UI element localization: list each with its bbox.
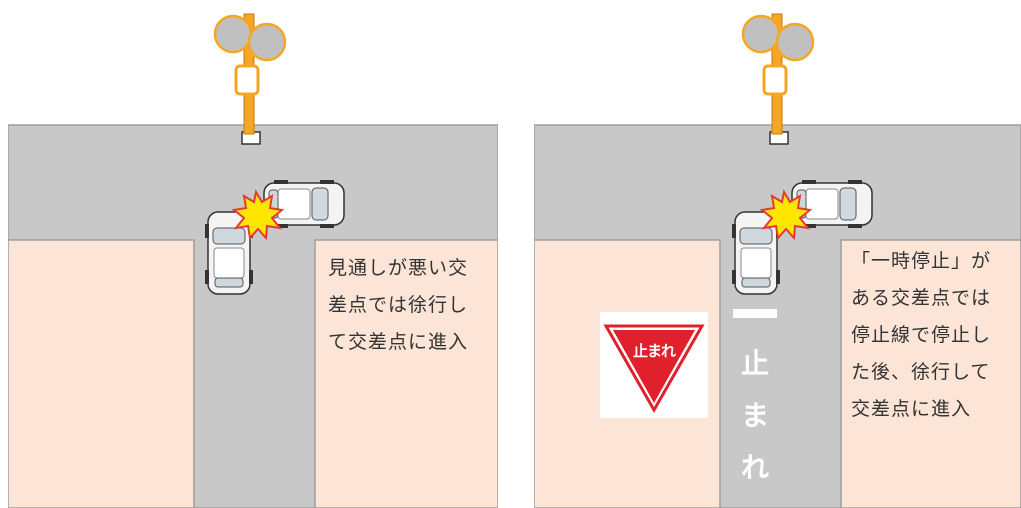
stop-line <box>733 309 777 318</box>
caption-right: 「一時停止」が ある交差点では 停止線で停止し た後、徐行して 交差点に進入 <box>851 243 991 428</box>
road-marking-char: 止 <box>740 347 769 380</box>
curve-mirror <box>213 13 287 145</box>
right-panel: 止まれ 止 ま れ 「一時停止」が ある交差点では 停止線で停止し た後、徐行し… <box>534 0 1021 508</box>
intersection-scene-left <box>8 13 498 508</box>
caption-line: 「一時停止」が <box>851 250 992 272</box>
car-eastbound <box>791 180 873 228</box>
caption-left: 見通しが悪い交 差点では徐行し て交差点に進入 <box>328 250 468 361</box>
crash-burst-icon <box>231 189 285 241</box>
crash-burst-icon <box>759 189 813 241</box>
road-marking-char: ま <box>740 399 769 432</box>
road-marking-char: れ <box>740 451 769 484</box>
caption-line: た後、徐行して <box>851 361 991 383</box>
sidewalk-right-block <box>840 239 1021 508</box>
stop-sign-text: 止まれ <box>632 342 676 360</box>
car-northbound <box>205 211 253 295</box>
caption-line: 差点では徐行し <box>328 294 469 316</box>
stop-sign: 止まれ <box>600 312 708 418</box>
road-marking-stop: 止 ま れ <box>733 338 777 494</box>
left-panel: 見通しが悪い交 差点では徐行し て交差点に進入 <box>8 0 498 508</box>
sidewalk-left-block <box>8 239 195 508</box>
caption-line: ある交差点では <box>851 287 992 309</box>
caption-line: て交差点に進入 <box>328 331 469 353</box>
car-northbound <box>732 211 780 295</box>
curve-mirror <box>741 13 815 145</box>
stop-sign-icon <box>603 324 705 414</box>
sidewalk-right-block <box>314 239 498 508</box>
caption-line: 停止線で停止し <box>851 324 992 346</box>
car-eastbound <box>263 180 345 228</box>
caption-line: 見通しが悪い交 <box>328 257 469 279</box>
caption-line: 交差点に進入 <box>851 398 972 420</box>
